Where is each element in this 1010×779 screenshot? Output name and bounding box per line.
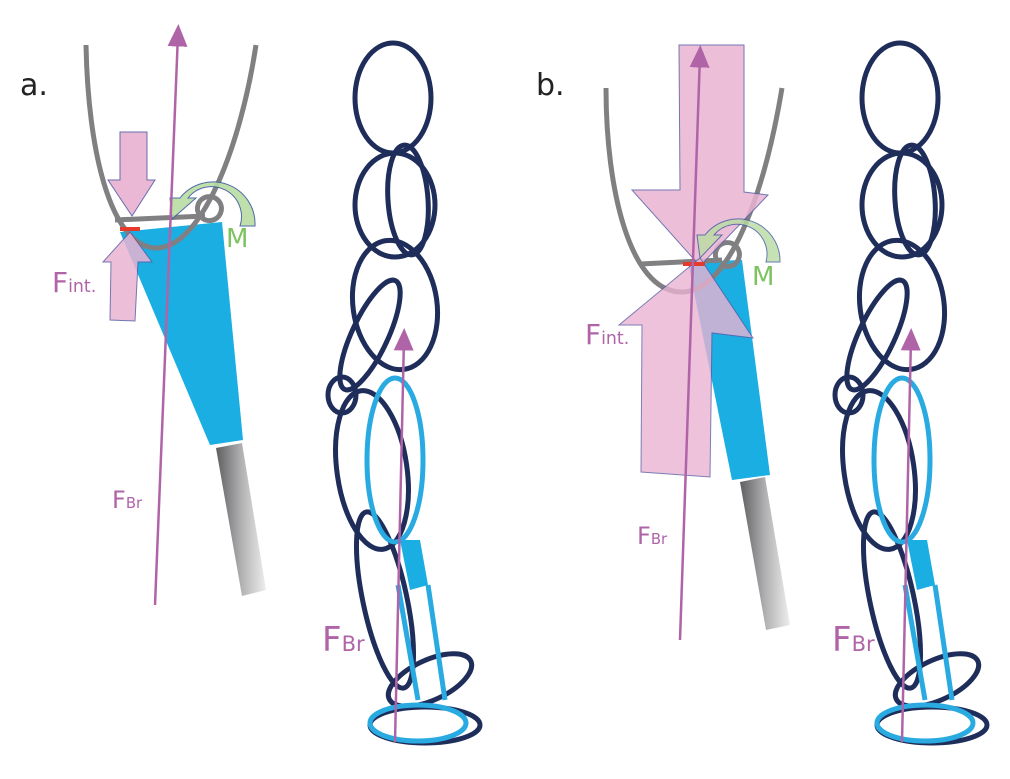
force-arrow-up [101,231,153,322]
panel-b-label: b. [536,68,565,103]
force-arrow-up [617,257,755,478]
label-main: F [52,266,69,299]
force-arrow-down [630,44,770,267]
label-main: F [832,620,852,660]
pylon [216,443,266,596]
label-main: F [112,486,126,514]
panel-a-fint-label: Fint. [52,266,96,299]
label-sub: Br [650,530,668,548]
knee-joint-line [639,240,742,270]
brace-force-arrow [678,45,710,641]
shank [120,222,243,445]
label-main: F [322,620,342,660]
label-main: F [637,522,651,550]
label-sub: int. [68,277,97,297]
panel-a-label: a. [20,68,48,103]
brace-force-arrow [153,24,188,606]
body-brace-force-arrow [900,328,921,743]
panel-b-prosthesis [603,44,790,641]
pylon [740,477,790,630]
panel-a-fbr-body-label: FBr [322,620,365,660]
panel-a-moment-label: M [226,224,249,254]
label-main: F [585,318,602,351]
label-sub: Br [125,494,143,512]
label-sub: int. [601,329,630,349]
panel-b-fint-label: Fint. [585,318,629,351]
panel-b-prosthetic-leg [871,375,976,744]
panel-a-prosthesis [83,24,266,606]
panel-b-moment-label: M [752,262,775,292]
panel-a-prosthetic-leg [364,375,469,744]
moment-arrow [696,218,781,263]
panel-a-fbr-leg-label: FBr [112,486,142,514]
moment-arrow [169,181,256,227]
socket [83,44,259,251]
label-sub: Br [341,631,365,656]
force-arrow-down [107,131,156,217]
panel-a-figure [325,40,483,746]
knee-joint-line [114,194,224,224]
panel-b-fbr-body-label: FBr [832,620,875,660]
label-sub: Br [851,631,875,656]
panel-b-fbr-leg-label: FBr [637,522,667,550]
body-brace-force-arrow [393,328,414,743]
